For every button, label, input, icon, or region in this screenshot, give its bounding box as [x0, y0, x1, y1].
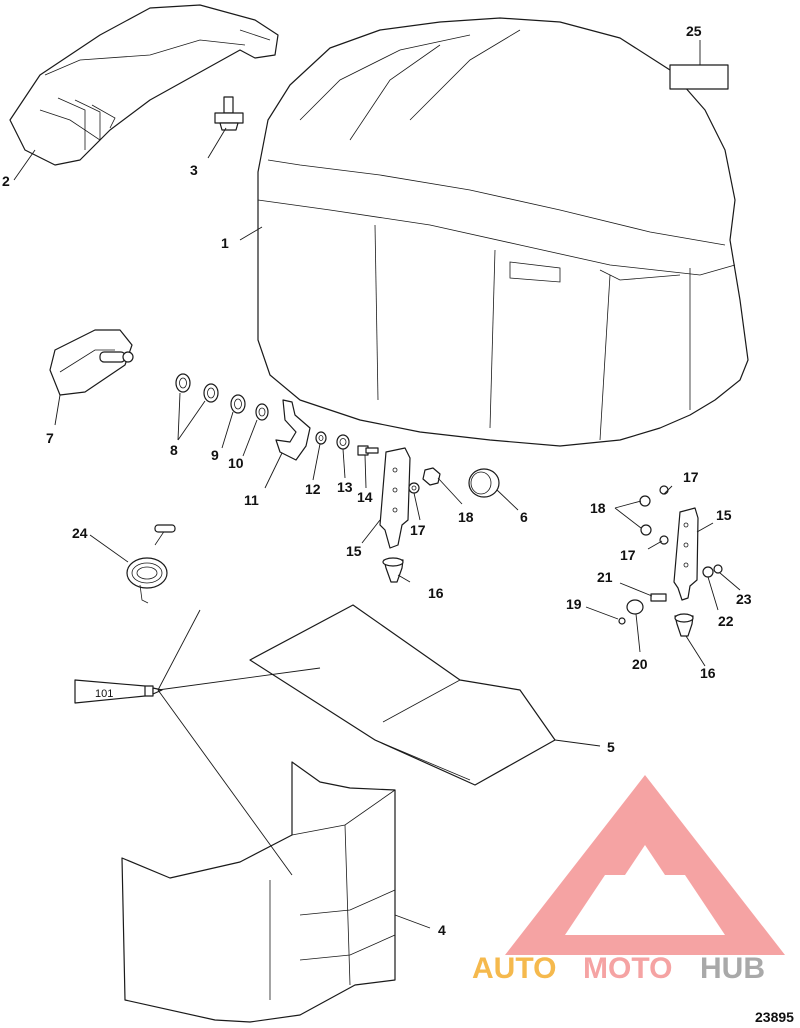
- parts-17-18-left: [408, 467, 441, 494]
- callout-18-left: 18: [458, 509, 474, 525]
- part-25-label: [669, 64, 729, 90]
- callout-8: 8: [170, 442, 178, 458]
- callout-7: 7: [46, 430, 54, 446]
- callout-14: 14: [357, 489, 373, 505]
- callout-9: 9: [211, 447, 219, 463]
- callout-17-right-bottom: 17: [620, 547, 636, 563]
- part-2-cover: [9, 4, 279, 166]
- watermark-logo: AUTO MOTO HUB: [472, 775, 785, 985]
- part-16-bumper-left: [382, 557, 404, 583]
- part-5-pad: [249, 604, 556, 786]
- callout-23: 23: [736, 591, 752, 607]
- watermark-triangle: [505, 775, 785, 955]
- callout-24: 24: [72, 525, 88, 541]
- callout-15-right: 15: [716, 507, 732, 523]
- part-6-cap: [468, 468, 500, 498]
- callout-2: 2: [2, 173, 10, 189]
- part-1-top-cowl: [257, 17, 749, 447]
- callout-6: 6: [520, 509, 528, 525]
- parts-12-14-hardware: [315, 431, 379, 456]
- callout-4: 4: [438, 922, 446, 938]
- callout-25: 25: [686, 23, 702, 39]
- callout-3: 3: [190, 162, 198, 178]
- part-11-hook: [275, 399, 311, 461]
- callout-12: 12: [305, 481, 321, 497]
- callout-10: 10: [228, 455, 244, 471]
- callout-5: 5: [607, 739, 615, 755]
- callout-16-right: 16: [700, 665, 716, 681]
- part-15-bracket-left: [379, 447, 411, 549]
- callout-1: 1: [221, 235, 229, 251]
- tube-label: 101: [95, 688, 113, 700]
- watermark-text-auto: AUTO: [472, 952, 556, 985]
- callout-18-right: 18: [590, 500, 606, 516]
- callout-17-right-top: 17: [683, 469, 699, 485]
- watermark-text-moto: MOTO: [583, 952, 672, 985]
- callout-19: 19: [566, 596, 582, 612]
- callout-16-left: 16: [428, 585, 444, 601]
- callout-22: 22: [718, 613, 734, 629]
- part-3-bolt: [214, 96, 244, 131]
- leader-lines: [13, 40, 741, 929]
- sealant-tube-101: 101: [74, 679, 163, 704]
- callout-labels: 1 2 3 4 5 6 7 8 9 10 11 12 13 14 15 15 1…: [2, 23, 752, 938]
- watermark-text-hub: HUB: [700, 952, 765, 985]
- parts-8-10-washers: [175, 373, 269, 421]
- part-4-panel: [121, 761, 396, 1023]
- callout-20: 20: [632, 656, 648, 672]
- callout-15-left: 15: [346, 543, 362, 559]
- part-7-latch-plate: [49, 329, 134, 396]
- callout-11: 11: [244, 492, 259, 508]
- part-24-cable: [126, 524, 176, 604]
- callout-13: 13: [337, 479, 353, 495]
- callout-17-left: 17: [410, 522, 426, 538]
- document-number: 23895: [755, 1009, 794, 1025]
- callout-21: 21: [597, 569, 613, 585]
